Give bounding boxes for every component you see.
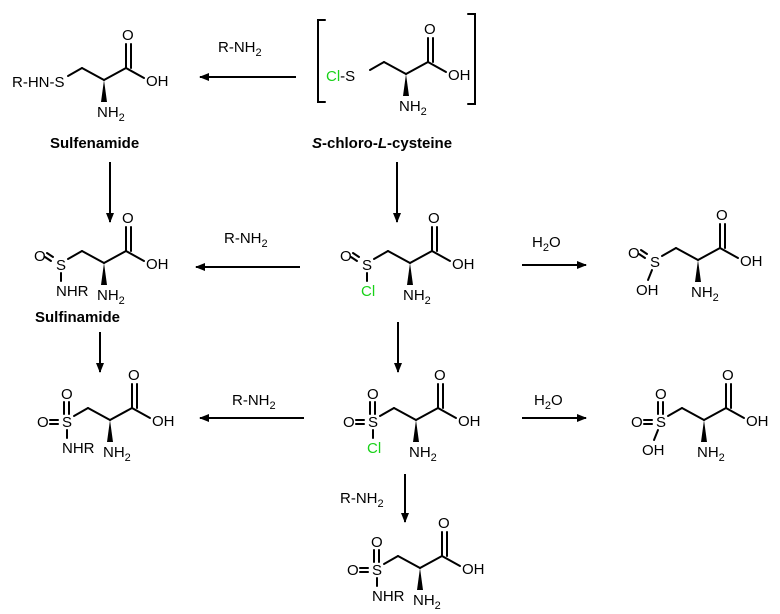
svg-text:O: O xyxy=(340,248,352,265)
svg-text:OH: OH xyxy=(152,413,175,430)
svg-text:O: O xyxy=(34,248,46,265)
molecule-sulfinyl-chloride: S O Cl O OH NH2 xyxy=(340,210,475,307)
svg-text:S: S xyxy=(362,257,372,274)
svg-text:O: O xyxy=(367,386,379,403)
chlorine-atom: Cl xyxy=(367,440,381,457)
svg-text:O: O xyxy=(438,515,450,532)
svg-text:S: S xyxy=(368,414,378,431)
svg-text:NH2: NH2 xyxy=(403,287,431,307)
svg-text:R-HN-S: R-HN-S xyxy=(12,74,65,91)
svg-text:O: O xyxy=(716,207,728,224)
reagent-water-top: H2O xyxy=(532,234,561,254)
svg-text:O: O xyxy=(424,21,436,38)
svg-text:OH: OH xyxy=(746,413,769,430)
svg-text:O: O xyxy=(434,367,446,384)
svg-text:OH: OH xyxy=(458,413,481,430)
svg-text:O: O xyxy=(722,367,734,384)
reagent-amine-top: R-NH2 xyxy=(218,39,262,59)
svg-text:S: S xyxy=(56,257,66,274)
svg-text:S: S xyxy=(372,562,382,579)
svg-text:O: O xyxy=(122,210,134,227)
svg-text:OH: OH xyxy=(146,256,169,273)
svg-text:O: O xyxy=(655,386,667,403)
svg-text:NHR: NHR xyxy=(56,283,89,300)
molecule-sulfinamide: S O NHR O OH NH2 xyxy=(34,210,169,307)
svg-text:OH: OH xyxy=(740,253,763,270)
svg-text:S: S xyxy=(62,414,72,431)
svg-text:NH2: NH2 xyxy=(103,444,131,464)
molecule-sulfinic-acid: S O OH O OH NH2 xyxy=(628,207,763,304)
svg-text:O: O xyxy=(37,414,49,431)
reagent-water-low: H2O xyxy=(534,392,563,412)
svg-text:OH: OH xyxy=(448,67,471,84)
svg-text:NH2: NH2 xyxy=(97,287,125,307)
svg-text:O: O xyxy=(631,414,643,431)
reagent-amine-bottom: R-NH2 xyxy=(340,490,384,510)
svg-text:NH2: NH2 xyxy=(399,98,427,118)
molecule-sulfonic-acid: S O O OH O OH NH2 xyxy=(631,367,769,464)
caption-sulfenamide: Sulfenamide xyxy=(50,135,139,152)
svg-text:O: O xyxy=(371,534,383,551)
molecule-chloro-cysteine: Cl-S O OH NH2 xyxy=(317,13,476,118)
svg-text:Cl-S: Cl-S xyxy=(326,68,355,85)
reagent-amine-low: R-NH2 xyxy=(232,392,276,412)
svg-text:O: O xyxy=(428,210,440,227)
svg-text:NHR: NHR xyxy=(372,588,405,605)
svg-text:OH: OH xyxy=(636,282,659,299)
svg-text:NH2: NH2 xyxy=(697,444,725,464)
molecule-sulfonamide-left: S O O NHR O OH NH2 xyxy=(37,367,175,464)
molecule-sulfonamide-bottom: S O O NHR O OH NH2 xyxy=(347,515,485,612)
svg-text:NHR: NHR xyxy=(62,440,95,457)
svg-text:OH: OH xyxy=(462,561,485,578)
svg-text:S: S xyxy=(656,414,666,431)
chlorine-atom: Cl xyxy=(361,283,375,300)
caption-chloro-cysteine: S-chloro-L-cysteine xyxy=(312,135,452,152)
svg-text:O: O xyxy=(343,414,355,431)
chlorine-atom: Cl xyxy=(326,68,340,85)
svg-text:OH: OH xyxy=(146,73,169,90)
svg-text:NH2: NH2 xyxy=(413,592,441,612)
svg-text:NH2: NH2 xyxy=(691,284,719,304)
svg-text:NH2: NH2 xyxy=(97,104,125,124)
svg-text:OH: OH xyxy=(452,256,475,273)
caption-sulfinamide: Sulfinamide xyxy=(35,309,120,326)
svg-text:O: O xyxy=(628,245,640,262)
molecule-sulfonyl-chloride: S O O Cl O OH NH2 xyxy=(343,367,481,464)
svg-text:OH: OH xyxy=(642,442,665,459)
svg-text:S: S xyxy=(650,254,660,271)
svg-text:O: O xyxy=(122,27,134,44)
svg-text:NH2: NH2 xyxy=(409,444,437,464)
svg-text:O: O xyxy=(61,386,73,403)
reagent-amine-mid: R-NH2 xyxy=(224,230,268,250)
svg-text:O: O xyxy=(128,367,140,384)
svg-text:O: O xyxy=(347,562,359,579)
molecule-sulfenamide: R-HN-S O OH NH2 xyxy=(12,27,169,124)
